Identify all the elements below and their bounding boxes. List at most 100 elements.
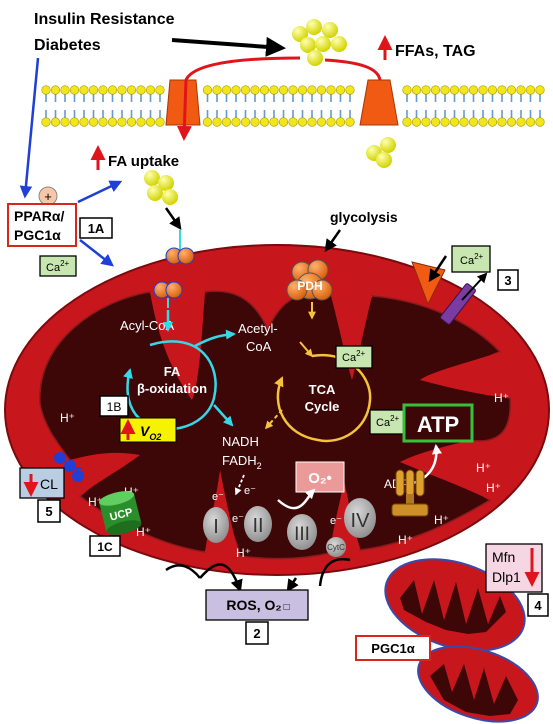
lipid-head [468, 117, 479, 127]
fadh2-label: FADH2 [222, 453, 262, 471]
tag-2-label: 2 [253, 626, 260, 641]
black-arrow [461, 272, 488, 301]
lipid-head [402, 85, 412, 95]
lipid-head [278, 85, 289, 95]
complex-iv-label: IV [351, 510, 371, 532]
lipid-head [79, 117, 89, 127]
lipid-head [240, 85, 251, 95]
lipid-head [402, 117, 412, 127]
lipid-head [69, 117, 80, 127]
cyan-arrow [213, 404, 234, 427]
nadh-label: NADH [222, 434, 259, 449]
lipid-head [440, 117, 450, 127]
tag-2 [245, 621, 269, 645]
tag-3 [497, 269, 519, 291]
electron-label: e⁻ [330, 515, 342, 527]
lipid-head [535, 85, 545, 95]
lipid-head [202, 117, 213, 127]
complex-i-label: I [213, 516, 219, 538]
lipid-head [525, 85, 536, 95]
white-arrow [409, 444, 442, 486]
lipid-head [421, 85, 431, 95]
electron-label: e⁻ [244, 485, 256, 497]
ppar-label: PPARα/ [14, 208, 64, 224]
yellow-arrow [299, 341, 314, 358]
lipid-head [430, 85, 441, 95]
lipid-head [221, 85, 232, 95]
lipid-head [126, 85, 137, 95]
beta-oxidation-cycle [123, 340, 217, 431]
white-arrow [234, 474, 245, 496]
atp-label: ATP [417, 412, 459, 437]
lipid-head [430, 117, 441, 127]
cell-membrane [40, 85, 545, 127]
lipid-head [107, 117, 118, 127]
lipid-head [212, 85, 222, 95]
lipid-head [69, 85, 80, 95]
calcium-badge [451, 245, 491, 273]
crista [330, 292, 372, 380]
ppar-box [7, 203, 77, 247]
crista [150, 292, 205, 400]
lipid-head [326, 85, 336, 95]
lipid-head [155, 85, 165, 95]
complex-iii-icon [287, 514, 317, 550]
tag-4-label: 4 [534, 598, 542, 613]
lipid-head [316, 117, 327, 127]
beta-oxidation-label: β-oxidation [137, 381, 207, 396]
proton-label: H⁺ [236, 546, 251, 560]
fa-transporter-left [165, 79, 201, 126]
plus-label: + [44, 189, 52, 204]
lipid-head [497, 85, 507, 95]
black-arrow [324, 229, 342, 253]
tag-1b-label: 1B [107, 400, 122, 414]
complex-iv-icon [344, 498, 376, 538]
pgc1a-label: PGC1α [14, 227, 61, 243]
diabetes-label: Diabetes [34, 37, 101, 54]
complex-iii-label: III [294, 524, 310, 545]
tag-1c-label: 1C [97, 540, 113, 554]
lipid-head [259, 85, 270, 95]
pdh-label: PDH [297, 279, 322, 293]
lipid-head [221, 117, 232, 127]
cardiolipin-label: CL [40, 476, 58, 492]
black-arrow [286, 577, 299, 593]
lipid-head [421, 117, 431, 127]
crista [70, 452, 140, 496]
lipid-head [411, 85, 422, 95]
lipid-head [316, 85, 327, 95]
lipid-head [269, 117, 279, 127]
lipid-head [136, 85, 146, 95]
lipid-head [288, 85, 298, 95]
lipid-head [307, 117, 317, 127]
superoxide-label: O₂• [308, 470, 332, 487]
proton-label: H⁺ [136, 525, 151, 539]
tag-1c [89, 535, 121, 557]
lipid-head [326, 117, 336, 127]
fa-transporter-right [359, 79, 399, 126]
calcium-label: Ca2+ [460, 252, 484, 267]
tag-1b [99, 395, 129, 417]
complex-ii-icon [244, 506, 272, 542]
atp-synthase-icon [391, 469, 429, 517]
lipid-head [411, 117, 422, 127]
mito-matrix [39, 290, 511, 560]
lipid-head [41, 117, 51, 127]
lipid-head [231, 117, 241, 127]
ucp-icon [99, 491, 142, 535]
lipid-head [50, 117, 61, 127]
lipid-head [516, 117, 526, 127]
lipid-head [335, 85, 346, 95]
lipid-head [79, 85, 89, 95]
lipid-head [449, 117, 460, 127]
cycle-label: Cycle [305, 399, 340, 414]
ffa-release-arrow [324, 58, 382, 81]
lipid-head [478, 117, 488, 127]
complex-i-icon [203, 507, 229, 543]
fatty-acid-icon [292, 19, 347, 66]
lipid-head [478, 85, 488, 95]
proton-label: H⁺ [486, 481, 501, 495]
proton-label: H⁺ [434, 513, 449, 527]
blue-arrow [19, 57, 40, 199]
lipid-head [535, 117, 545, 127]
